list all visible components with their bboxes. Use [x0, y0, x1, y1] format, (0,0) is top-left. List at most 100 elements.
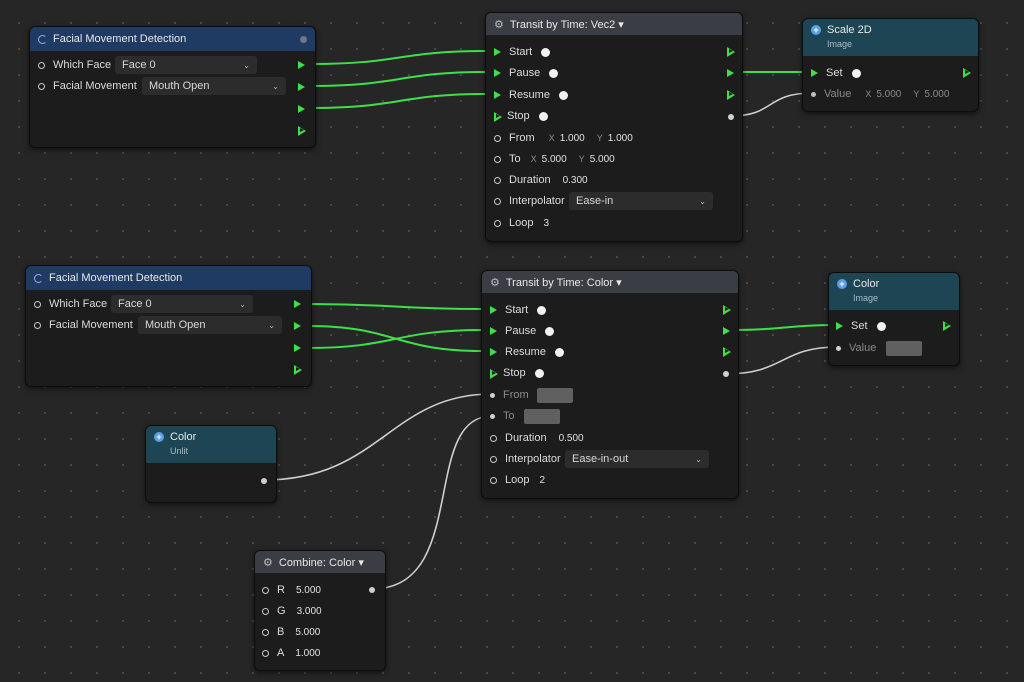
output-port-icon[interactable]	[943, 321, 951, 331]
output-port-1-icon[interactable]	[298, 61, 305, 69]
to-port-icon[interactable]	[490, 413, 495, 419]
from-color-swatch[interactable]	[537, 388, 573, 403]
g-value[interactable]: 3.000	[296, 605, 322, 617]
output-value-port-icon[interactable]	[723, 371, 729, 377]
set-input-icon[interactable]	[836, 322, 843, 330]
facial-movement-node-2[interactable]: Facial Movement Detection Which Face Fac…	[25, 265, 312, 387]
node-header[interactable]: ⚙ Transit by Time: Vec2 ▾	[486, 13, 742, 35]
transit-color-node[interactable]: ⚙ Transit by Time: Color ▾ Start Pause R…	[481, 270, 739, 499]
output-port-icon[interactable]	[963, 68, 971, 78]
which-face-dropdown[interactable]: Face 0⌄	[115, 56, 257, 74]
from-port-icon[interactable]	[490, 392, 495, 398]
facial-movement-port-icon[interactable]	[34, 321, 41, 329]
interpolator-dropdown[interactable]: Ease-in⌄	[569, 192, 713, 210]
color-unlit-node[interactable]: +Color Unlit	[145, 425, 277, 503]
output-port-4-icon[interactable]	[298, 126, 306, 136]
start-trigger-button[interactable]	[541, 47, 551, 57]
b-port-icon[interactable]	[262, 628, 269, 636]
duration-port-icon[interactable]	[490, 434, 497, 442]
from-x-value[interactable]: 1.000	[559, 132, 585, 144]
which-face-port-icon[interactable]	[38, 61, 45, 69]
start-input-icon[interactable]	[490, 306, 497, 314]
duration-port-icon[interactable]	[494, 176, 501, 184]
duration-value[interactable]: 0.500	[558, 432, 584, 444]
node-title[interactable]: Transit by Time: Vec2 ▾	[509, 18, 624, 31]
r-value[interactable]: 5.000	[295, 584, 321, 596]
a-port-icon[interactable]	[262, 649, 269, 657]
value-port-icon[interactable]	[811, 91, 816, 97]
to-color-swatch[interactable]	[524, 409, 560, 424]
output-port-4-icon[interactable]	[294, 365, 302, 375]
b-value[interactable]: 5.000	[295, 626, 321, 638]
output-started-icon[interactable]	[723, 305, 731, 315]
interpolator-port-icon[interactable]	[494, 197, 501, 205]
g-port-icon[interactable]	[262, 607, 269, 615]
resume-trigger-button[interactable]	[554, 347, 564, 357]
node-header[interactable]: Facial Movement Detection	[30, 27, 315, 51]
start-input-icon[interactable]	[494, 48, 501, 56]
output-port-1-icon[interactable]	[294, 300, 301, 308]
a-value[interactable]: 1.000	[295, 647, 321, 659]
set-trigger-button[interactable]	[851, 68, 861, 78]
output-progress-icon[interactable]	[723, 327, 730, 335]
stop-input-icon[interactable]	[494, 111, 502, 122]
value-port-icon[interactable]	[836, 345, 841, 351]
to-port-icon[interactable]	[494, 155, 501, 163]
stop-input-icon[interactable]	[490, 368, 498, 379]
set-trigger-button[interactable]	[876, 321, 886, 331]
output-value-port-icon[interactable]	[728, 114, 734, 120]
duration-value[interactable]: 0.300	[562, 174, 588, 186]
facial-movement-dropdown[interactable]: Mouth Open⌄	[138, 316, 282, 334]
value-color-swatch[interactable]	[886, 341, 922, 356]
to-y-value[interactable]: 5.000	[589, 153, 615, 165]
node-title[interactable]: Transit by Time: Color ▾	[505, 276, 622, 289]
which-face-port-icon[interactable]	[34, 300, 41, 308]
transit-vec2-node[interactable]: ⚙ Transit by Time: Vec2 ▾ Start Pause Re…	[485, 12, 743, 242]
output-progress-icon[interactable]	[727, 69, 734, 77]
node-header[interactable]: ⚙ Transit by Time: Color ▾	[482, 271, 738, 293]
loop-value[interactable]: 2	[539, 474, 546, 486]
loop-port-icon[interactable]	[494, 219, 501, 227]
color-image-node[interactable]: +Color Image Set Value	[828, 272, 960, 366]
output-completed-icon[interactable]	[723, 347, 731, 357]
output-completed-icon[interactable]	[727, 90, 735, 100]
resume-input-icon[interactable]	[490, 348, 497, 356]
pause-input-icon[interactable]	[490, 327, 497, 335]
pause-trigger-button[interactable]	[549, 68, 559, 78]
node-header[interactable]: Facial Movement Detection	[26, 266, 311, 290]
resume-trigger-button[interactable]	[558, 90, 568, 100]
facial-movement-dropdown[interactable]: Mouth Open⌄	[142, 77, 286, 95]
pause-input-icon[interactable]	[494, 69, 501, 77]
output-port-2-icon[interactable]	[298, 83, 305, 91]
loop-value[interactable]: 3	[543, 217, 550, 229]
start-trigger-button[interactable]	[537, 305, 547, 315]
node-header[interactable]: +Color Image	[829, 273, 959, 310]
resume-input-icon[interactable]	[494, 91, 501, 99]
loop-port-icon[interactable]	[490, 476, 497, 484]
node-header[interactable]: +Color Unlit	[146, 426, 276, 463]
facial-movement-port-icon[interactable]	[38, 82, 45, 90]
output-port-2-icon[interactable]	[294, 322, 301, 330]
output-color-port-icon[interactable]	[369, 587, 375, 593]
output-started-icon[interactable]	[727, 47, 735, 57]
facial-movement-node-1[interactable]: Facial Movement Detection Which Face Fac…	[29, 26, 316, 148]
pause-trigger-button[interactable]	[545, 326, 555, 336]
node-header[interactable]: +Scale 2D Image	[803, 19, 978, 56]
interpolator-dropdown[interactable]: Ease-in-out⌄	[565, 450, 709, 468]
stop-trigger-button[interactable]	[534, 368, 544, 378]
stop-trigger-button[interactable]	[538, 111, 548, 121]
which-face-dropdown[interactable]: Face 0⌄	[111, 295, 253, 313]
output-port-3-icon[interactable]	[294, 344, 301, 352]
node-header[interactable]: ⚙ Combine: Color ▾	[255, 551, 385, 573]
set-input-icon[interactable]	[811, 69, 818, 77]
node-title[interactable]: Combine: Color ▾	[278, 556, 364, 569]
from-y-value[interactable]: 1.000	[607, 132, 633, 144]
output-port-3-icon[interactable]	[298, 105, 305, 113]
interpolator-port-icon[interactable]	[490, 455, 497, 463]
from-port-icon[interactable]	[494, 134, 501, 142]
to-x-value[interactable]: 5.000	[541, 153, 567, 165]
r-port-icon[interactable]	[262, 586, 269, 594]
output-value-port-icon[interactable]	[261, 478, 267, 484]
